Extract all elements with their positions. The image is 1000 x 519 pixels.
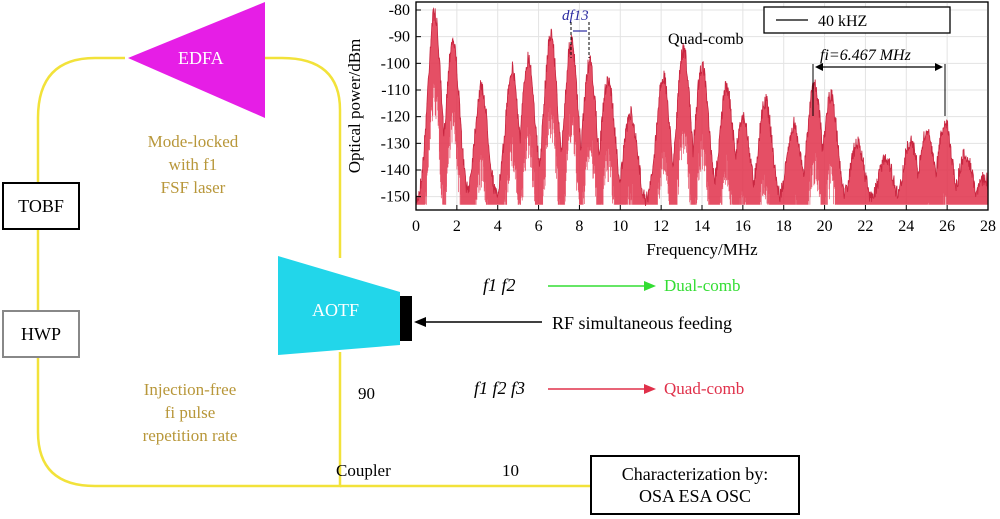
quad-comb-label: Quad-comb	[664, 379, 745, 398]
y-tick-label: -120	[381, 109, 410, 126]
injection-line-3: repetition rate	[142, 426, 238, 445]
x-tick-label: 12	[653, 218, 669, 235]
port-90-label: 90	[358, 384, 375, 403]
x-tick-label: 4	[494, 218, 502, 235]
y-tick-label: -80	[389, 2, 410, 19]
x-axis-label: Frequency/MHz	[646, 240, 758, 259]
dual-freqs-label: f1 f2	[483, 275, 516, 295]
edfa-label: EDFA	[178, 48, 224, 68]
y-tick-label: -90	[389, 29, 410, 46]
y-tick-label: -110	[381, 82, 410, 99]
y-ticks: -80 -90 -100 -110 -120 -130 -140 -150	[381, 2, 421, 206]
fiber-loop	[36, 56, 342, 488]
spectrum-series	[415, 7, 989, 207]
x-tick-label: 20	[817, 218, 833, 235]
hwp-box: HWP	[2, 310, 80, 358]
x-tick-label: 22	[857, 218, 873, 235]
x-tick-label: 2	[453, 218, 461, 235]
y-tick-label: -100	[381, 55, 410, 72]
x-tick-label: 0	[412, 218, 420, 235]
plot-border	[415, 1, 989, 211]
characterization-box: Characterization by: OSA ESA OSC	[590, 455, 800, 515]
aotf-label: AOTF	[312, 300, 360, 320]
y-tick-label: -140	[381, 162, 410, 179]
rf-feeding-label: RF simultaneous feeding	[552, 313, 732, 333]
aotf-filter	[278, 256, 400, 355]
spectrum-envelope	[415, 7, 989, 207]
characterization-line-2: OSA ESA OSC	[638, 486, 752, 506]
x-tick-label: 18	[776, 218, 792, 235]
injection-line-1: Injection-free	[143, 380, 237, 399]
fi-annotation: fi=6.467 MHz	[820, 47, 912, 64]
inset-title: Quad-comb	[668, 31, 744, 48]
mode-locked-line-2: with f1	[168, 155, 218, 174]
x-tick-label: 24	[898, 218, 914, 235]
quad-freqs-label: f1 f2 f3	[474, 378, 526, 398]
injection-line-2: fi pulse	[164, 403, 216, 422]
legend-label: 40 kHZ	[818, 13, 867, 30]
dual-comb-label: Dual-comb	[664, 276, 741, 295]
characterization-line-1: Characterization by:	[621, 464, 769, 484]
y-axis-label: Optical power/dBm	[345, 39, 364, 174]
coupler-label: Coupler	[336, 461, 391, 480]
y-tick-label: -130	[381, 135, 410, 152]
edfa-amplifier	[128, 2, 265, 118]
x-tick-label: 16	[735, 218, 751, 235]
tobf-box: TOBF	[2, 182, 80, 230]
mode-locked-line-3: FSF laser	[160, 178, 226, 197]
port-10-label: 10	[502, 461, 519, 480]
tobf-label: TOBF	[18, 195, 64, 216]
x-tick-label: 10	[612, 218, 628, 235]
mode-locked-label: Mode-locked with f1 FSF laser	[118, 130, 268, 199]
df13-annotation: df13	[562, 8, 589, 24]
hwp-label: HWP	[21, 323, 61, 344]
x-tick-label: 28	[980, 218, 996, 235]
mode-locked-line-1: Mode-locked	[147, 132, 239, 151]
aotf-transducer	[400, 296, 412, 341]
injection-label: Injection-free fi pulse repetition rate	[110, 378, 270, 447]
x-tick-label: 26	[939, 218, 955, 235]
x-tick-label: 6	[535, 218, 543, 235]
x-tick-label: 8	[575, 218, 583, 235]
x-tick-label: 14	[694, 218, 710, 235]
y-tick-label: -150	[381, 189, 410, 206]
